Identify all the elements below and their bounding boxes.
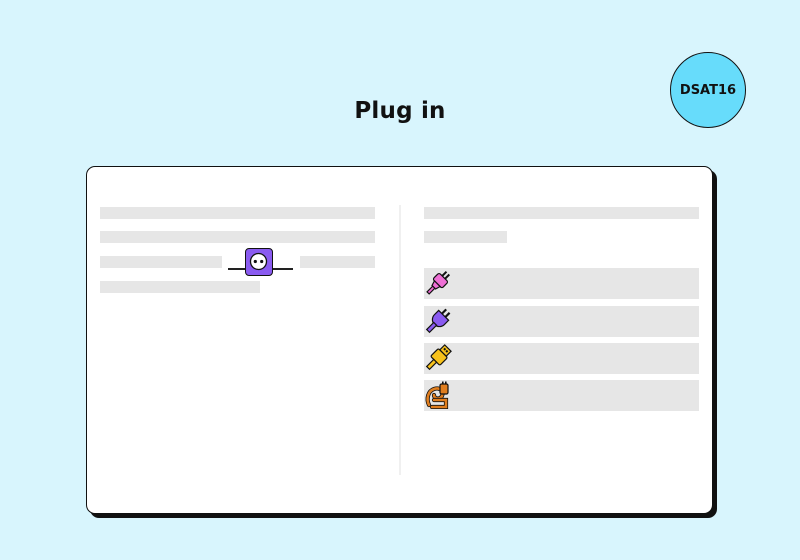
orange-coiled-cable-icon bbox=[424, 381, 452, 409]
text-placeholder-line bbox=[100, 207, 375, 219]
pane-divider bbox=[399, 205, 401, 475]
task-badge: DSAT16 bbox=[670, 52, 746, 128]
text-placeholder-line bbox=[100, 231, 375, 243]
socket-connector-left bbox=[228, 268, 245, 270]
pink-plug-icon bbox=[424, 269, 452, 297]
text-placeholder-line bbox=[100, 256, 222, 268]
yellow-usb-plug-icon bbox=[424, 344, 452, 372]
main-card bbox=[86, 166, 713, 514]
wall-socket-icon bbox=[249, 252, 268, 271]
purple-plug-icon bbox=[424, 307, 452, 335]
text-placeholder-line bbox=[100, 281, 260, 293]
plug-option-orange[interactable] bbox=[424, 380, 699, 411]
drop-target-socket[interactable] bbox=[245, 248, 273, 276]
socket-connector-right bbox=[273, 268, 293, 270]
page-title: Plug in bbox=[354, 98, 446, 124]
instruction-placeholder-line bbox=[424, 231, 507, 243]
instruction-placeholder-line bbox=[424, 207, 699, 219]
text-placeholder-line bbox=[300, 256, 375, 268]
plug-option-purple[interactable] bbox=[424, 306, 699, 337]
plug-option-yellow[interactable] bbox=[424, 343, 699, 374]
plug-option-pink[interactable] bbox=[424, 268, 699, 299]
